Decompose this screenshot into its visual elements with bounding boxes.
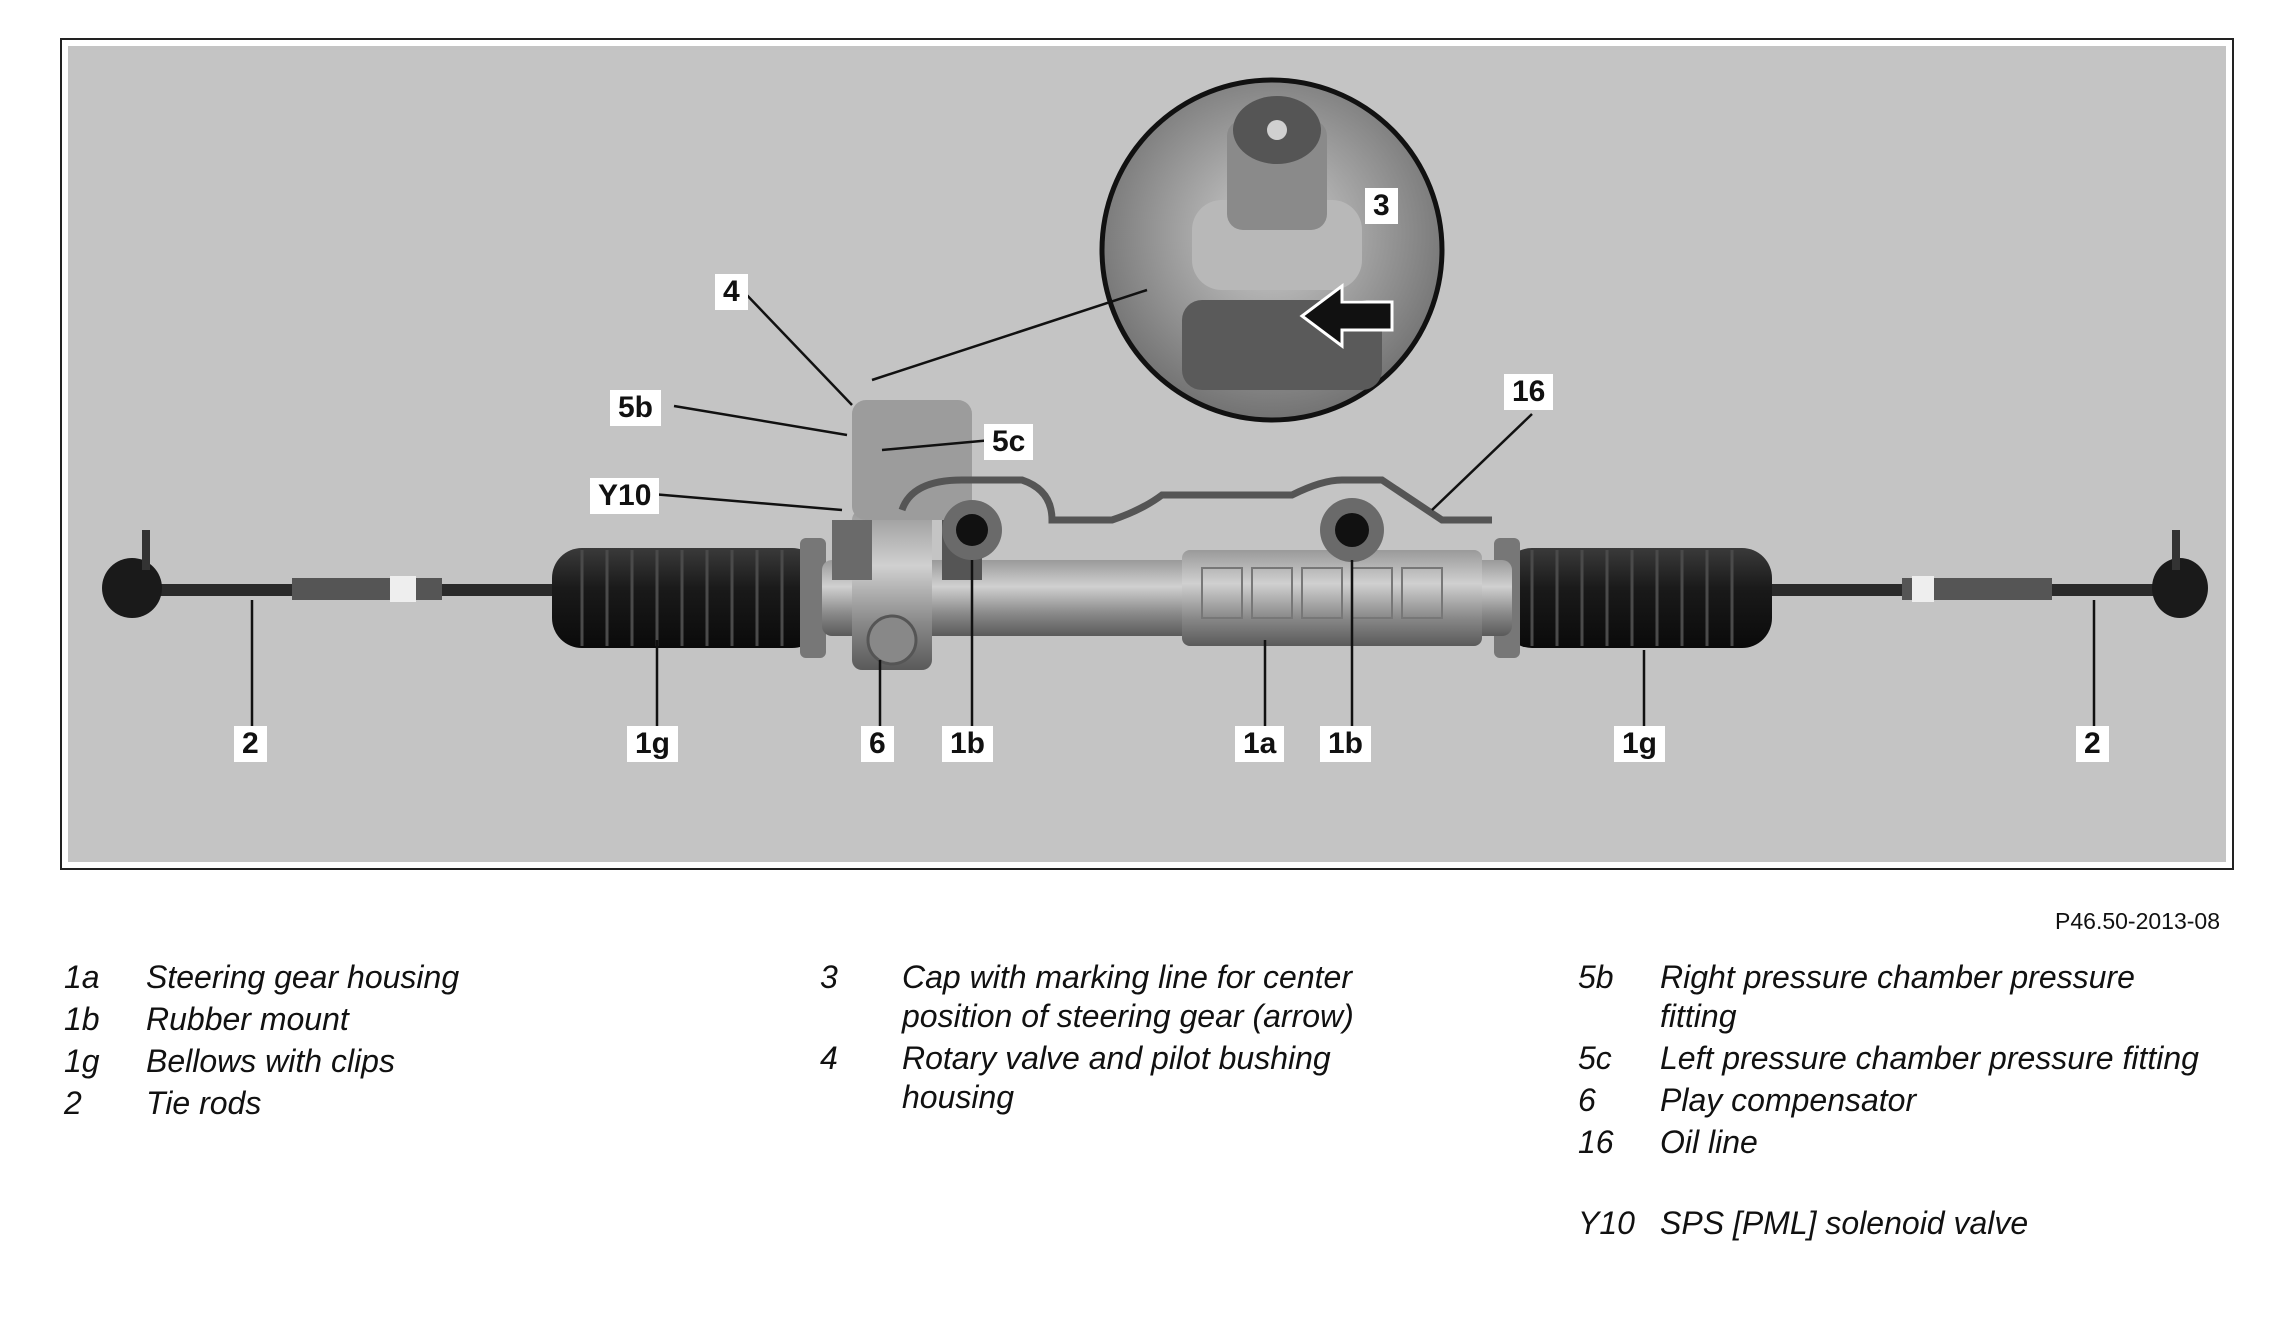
legend-item: 5b Right pressure chamber pressure fitti… <box>1578 958 2218 1036</box>
legend-key: 5b <box>1578 959 1614 995</box>
legend-item: 1g Bellows with clips <box>64 1042 684 1081</box>
oil-line <box>898 476 1492 524</box>
legend-item: 3 Cap with marking line for center posit… <box>820 958 1440 1036</box>
legend-column-2: 3 Cap with marking line for center posit… <box>820 958 1440 1117</box>
callout-1b-right: 1b <box>1320 726 1372 762</box>
marking-arrow <box>1299 283 1394 349</box>
callout-5b: 5b <box>610 390 662 426</box>
bellows-left <box>552 538 826 658</box>
valve-body <box>832 400 982 670</box>
detail-zoom-circle <box>1099 77 1445 423</box>
rubber-mount-right <box>1320 498 1384 562</box>
callout-5c: 5c <box>984 424 1034 460</box>
tie-rod-left <box>102 530 562 618</box>
legend-item: 1b Rubber mount <box>64 1000 684 1039</box>
steering-gear-figure: 3 4 5b 5c Y10 16 2 1g 6 1b 1a 1b 1g 2 <box>60 38 2234 870</box>
legend-item: 6 Play compensator <box>1578 1081 2218 1120</box>
legend-key: 16 <box>1578 1124 1614 1160</box>
callout-y10: Y10 <box>590 478 660 514</box>
figure-reference: P46.50-2013-08 <box>2055 908 2220 934</box>
steering-gear-housing <box>822 550 1512 646</box>
legend-desc: Play compensator <box>1660 1082 1917 1118</box>
legend-item: 4 Rotary valve and pilot bushing housing <box>820 1039 1440 1117</box>
legend-key: 5c <box>1578 1040 1612 1076</box>
legend-desc: Bellows with clips <box>146 1043 395 1079</box>
legend-key: 2 <box>64 1085 82 1121</box>
legend-desc: Tie rods <box>146 1085 262 1121</box>
legend-desc: Right pressure chamber pressure fitting <box>1660 959 2135 1034</box>
legend-desc: Rubber mount <box>146 1001 349 1037</box>
callout-1b-left: 1b <box>942 726 994 762</box>
legend-desc: Steering gear housing <box>146 959 460 995</box>
callout-1g-left: 1g <box>627 726 679 762</box>
callout-2-right: 2 <box>2076 726 2109 762</box>
bellows-right <box>1494 538 1772 658</box>
callout-16: 16 <box>1504 374 1554 410</box>
callout-2-left: 2 <box>234 726 267 762</box>
legend-key: 1b <box>64 1001 100 1037</box>
legend-column-1: 1a Steering gear housing 1b Rubber mount… <box>64 958 684 1123</box>
legend-item: Y10 SPS [PML] solenoid valve <box>1578 1204 2218 1243</box>
legend-key: 3 <box>820 959 838 995</box>
legend-item: 2 Tie rods <box>64 1084 684 1123</box>
tie-rod-right <box>1752 530 2208 618</box>
legend-key: 4 <box>820 1040 838 1076</box>
legend-desc: SPS [PML] solenoid valve <box>1660 1205 2029 1241</box>
legend-desc: Oil line <box>1660 1124 1758 1160</box>
legend-column-3: 5b Right pressure chamber pressure fitti… <box>1578 958 2218 1243</box>
legend-key: Y10 <box>1578 1205 1635 1241</box>
callout-4: 4 <box>715 274 748 310</box>
callout-1a: 1a <box>1235 726 1285 762</box>
legend-desc: Cap with marking line for center positio… <box>902 959 1354 1034</box>
legend-desc: Left pressure chamber pressure fitting <box>1660 1040 2199 1076</box>
callout-3: 3 <box>1365 188 1398 224</box>
legend-item: 5c Left pressure chamber pressure fittin… <box>1578 1039 2218 1078</box>
rubber-mount-left <box>942 500 1002 560</box>
steering-gear-illustration <box>68 46 2226 862</box>
callout-1g-right: 1g <box>1614 726 1666 762</box>
legend-desc: Rotary valve and pilot bushing housing <box>902 1040 1331 1115</box>
legend-key: 1g <box>64 1043 100 1079</box>
legend-key: 6 <box>1578 1082 1596 1118</box>
legend-item: 1a Steering gear housing <box>64 958 684 997</box>
legend-key: 1a <box>64 959 100 995</box>
callout-6: 6 <box>861 726 894 762</box>
leader-lines <box>250 288 2096 740</box>
legend-item: 16 Oil line <box>1578 1123 2218 1162</box>
